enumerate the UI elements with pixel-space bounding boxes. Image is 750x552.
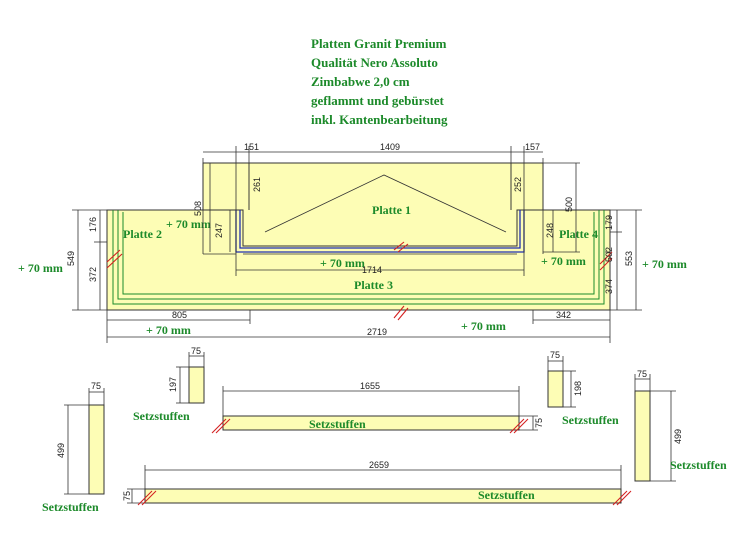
dim-247: 247 [214,223,224,238]
riser-label: Setzstuffen [133,409,190,423]
dim-151: 151 [244,142,259,152]
plate-3-shape [106,209,611,311]
dimension-lines [72,146,642,343]
dim-248: 248 [545,223,555,238]
dim-374: 374 [604,279,614,294]
riser-3 [222,415,520,431]
riser-6 [144,488,622,504]
plate-2-label: Platte 2 [123,227,162,241]
dim-1714: 1714 [362,265,382,275]
extra-70-label: + 70 mm [461,319,506,333]
dim-1409: 1409 [380,142,400,152]
plate-4-label: Platte 4 [559,227,598,241]
title-line-5: inkl. Kantenbearbeitung [311,112,448,127]
dim-riser-3-height: 75 [534,418,544,428]
extra-70-label: + 70 mm [642,257,687,271]
title-line-1: Platten Granit Premium [311,36,447,51]
edge-line-blue-2 [239,210,521,249]
dim-riser-4-width: 75 [550,350,560,360]
dim-riser-3-length: 1655 [360,381,380,391]
dim-553: 553 [624,251,634,266]
edge-line-green-2 [117,210,600,300]
extra-70-label: + 70 mm [146,323,191,337]
dim-riser-5-width: 75 [637,369,647,379]
extra-70-label: + 70 mm [320,256,365,270]
dim-riser-2-height: 197 [168,377,178,392]
dim-805: 805 [172,310,187,320]
title-line-4: geflammt und gebürstet [311,93,444,108]
riser-pieces [64,352,676,504]
dim-176: 176 [88,217,98,232]
dim-179: 179 [604,215,614,230]
plate-group [106,162,611,311]
riser-5 [634,390,651,482]
riser-2 [188,366,205,404]
dim-261: 261 [252,177,262,192]
dim-riser-2-width: 75 [191,346,201,356]
riser-4 [547,370,564,408]
cut-marks [106,241,613,321]
dim-riser-6-height: 75 [122,491,132,501]
dim-508: 508 [193,201,203,216]
dim-riser-1-height: 499 [56,443,66,458]
extra-70-label: + 70 mm [166,217,211,231]
dim-riser-6-length: 2659 [369,460,389,470]
riser-label: Setzstuffen [309,417,366,431]
dim-2719: 2719 [367,327,387,337]
dim-502: 502 [604,247,614,262]
dim-500: 500 [564,197,574,212]
dim-252: 252 [513,177,523,192]
title-line-2: Qualität Nero Assoluto [311,55,438,70]
dim-riser-4-height: 198 [573,381,583,396]
extra-70-label: + 70 mm [541,254,586,268]
dim-342: 342 [556,310,571,320]
riser-label: Setzstuffen [42,500,99,514]
plate-1-label: Platte 1 [372,203,411,217]
extra-70-label: + 70 mm [18,261,63,275]
riser-label: Setzstuffen [562,413,619,427]
riser-cut-marks [137,418,632,506]
plate-1-triangle [264,174,507,233]
dim-157: 157 [525,142,540,152]
title-block: Platten Granit Premium Qualität Nero Ass… [311,34,448,129]
riser-label: Setzstuffen [670,458,727,472]
dim-riser-1-width: 75 [91,381,101,391]
dim-372: 372 [88,267,98,282]
edge-line-green-3 [122,212,595,295]
riser-1 [88,404,105,495]
dim-549: 549 [66,251,76,266]
title-line-3: Zimbabwe 2,0 cm [311,74,410,89]
riser-label: Setzstuffen [478,488,535,502]
dim-riser-5-height: 499 [673,429,683,444]
plate-3-label: Platte 3 [354,278,393,292]
